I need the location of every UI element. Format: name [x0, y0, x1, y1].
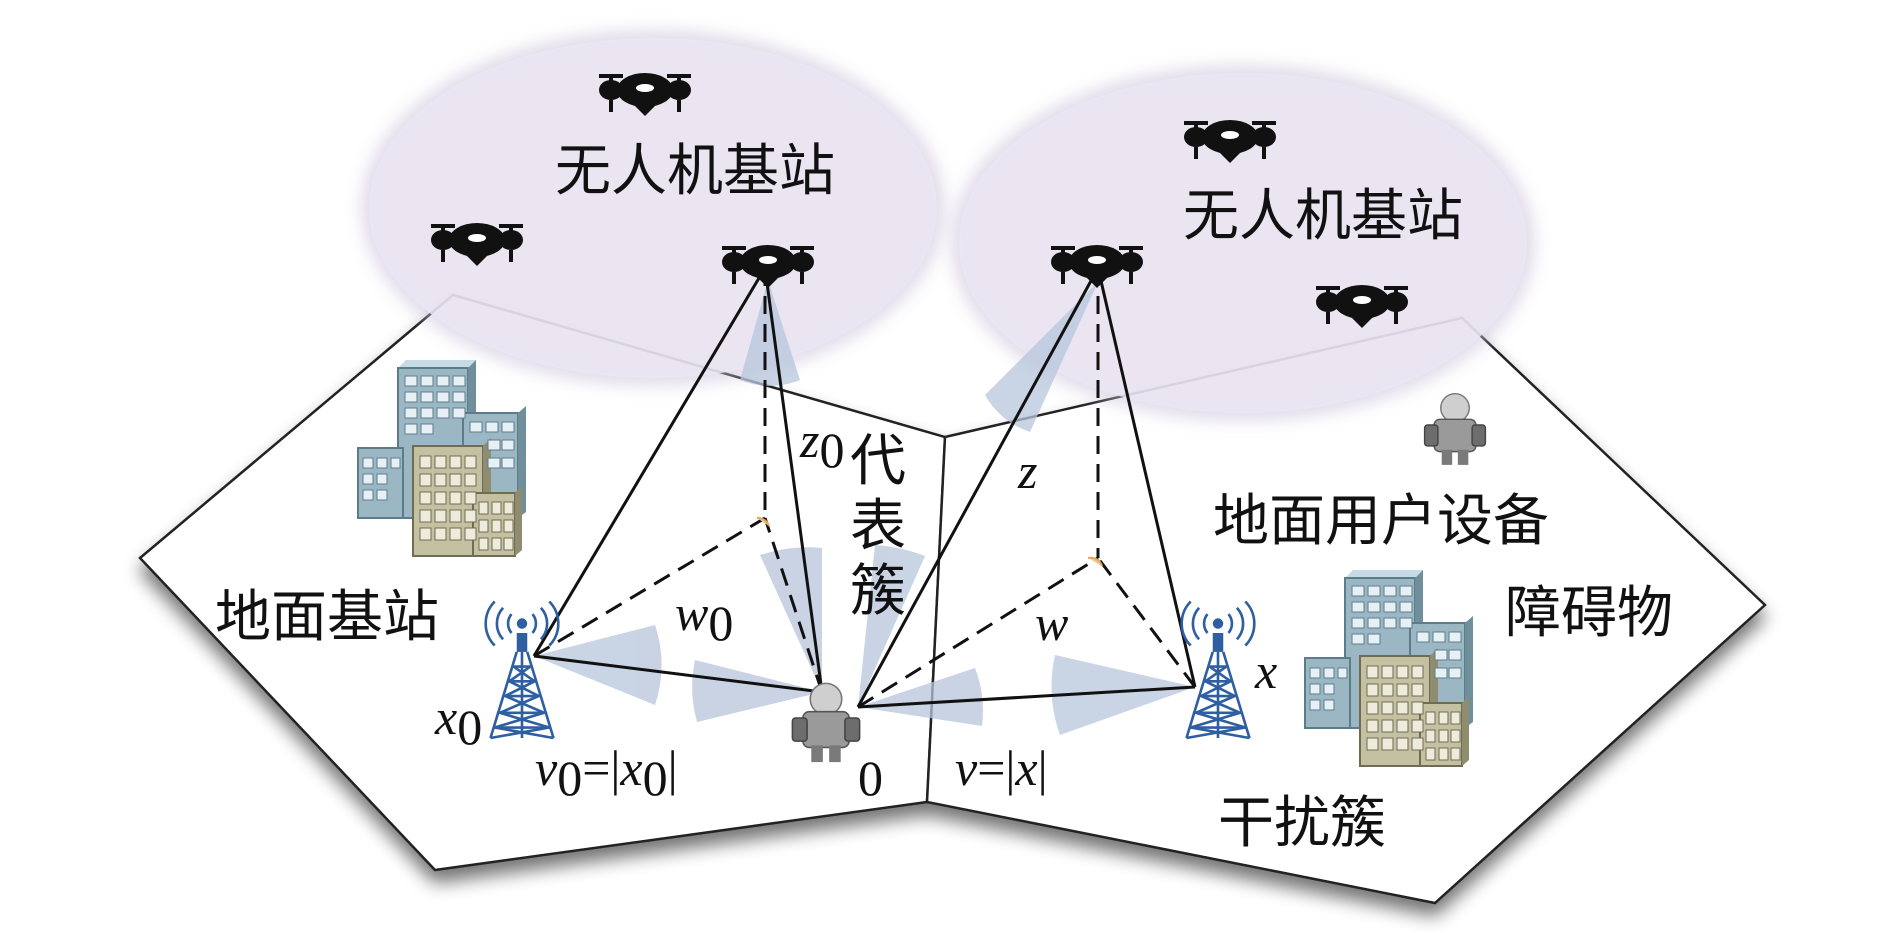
z-label: z: [1017, 443, 1037, 499]
angle-marker-left: [756, 517, 770, 527]
rep-cluster-char-1: 代: [850, 429, 906, 494]
v0-label: v0=|x0|: [535, 740, 678, 806]
drone-icon: [722, 245, 814, 288]
obstacle-label: 障碍物: [1505, 581, 1673, 646]
uav-region-left: [369, 38, 937, 378]
drone-icon: [431, 223, 523, 266]
drone-icon: [599, 73, 691, 116]
projection-lines: [533, 268, 1197, 709]
w-label: w: [1035, 595, 1068, 651]
rep-cluster-char-3: 簇: [850, 559, 906, 624]
uav-region-right: [959, 73, 1527, 413]
uav-bs-label-left: 无人机基站: [555, 139, 835, 204]
ground-user-label: 地面用户设备: [1213, 489, 1549, 554]
link-lines: [532, 267, 1197, 709]
angle-marker-right: [1087, 556, 1103, 567]
ground-cells: [138, 293, 1767, 905]
drone-icon: [1184, 120, 1276, 163]
ground-cell-left: [138, 293, 947, 872]
rep-cluster-char-2: 表: [850, 494, 906, 559]
interference-cluster-label: 干扰簇: [1218, 791, 1386, 856]
z0-label: z0: [799, 412, 844, 478]
v-label: v=|x|: [955, 740, 1048, 796]
w0-label: w0: [675, 585, 733, 651]
drone-icon: [1316, 285, 1408, 328]
x-label: x: [1254, 643, 1277, 699]
uav-bs-label-right: 无人机基站: [1183, 184, 1463, 249]
ground-bs-label: 地面基站: [215, 585, 439, 650]
drone-icon: [1051, 245, 1143, 288]
x0-label: x0: [434, 689, 482, 755]
origin-label: 0: [858, 750, 883, 806]
